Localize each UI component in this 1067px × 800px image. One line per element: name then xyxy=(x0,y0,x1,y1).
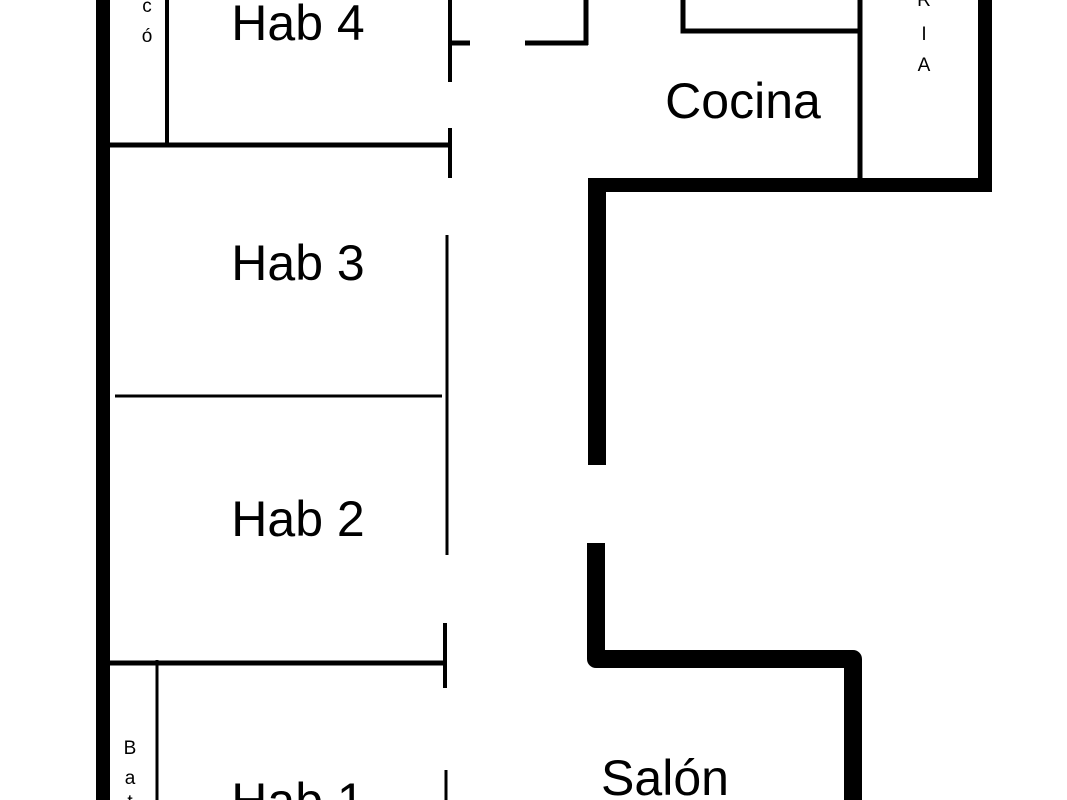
room-label-hab3: Hab 3 xyxy=(231,235,364,291)
kitchen-counter xyxy=(680,0,860,34)
salon-wall xyxy=(587,543,862,800)
vertical-label-char: B xyxy=(124,738,137,759)
vertical-label-char: c xyxy=(142,0,152,17)
vertical-label-char: t xyxy=(127,792,133,800)
room-label-salon: Salón xyxy=(601,750,729,800)
vertical-label-char: A xyxy=(918,55,931,76)
room-label-hab4: Hab 4 xyxy=(231,0,364,51)
vertical-label-char: R xyxy=(917,0,931,11)
room-label-cocina: Cocina xyxy=(665,73,821,129)
room-label-hab2: Hab 2 xyxy=(231,491,364,547)
vertical-label-char: a xyxy=(125,768,136,789)
vertical-label-char: ó xyxy=(142,26,153,47)
room-label-hab1: Hab 1 xyxy=(231,773,364,800)
vertical-label-char: I xyxy=(921,24,926,45)
